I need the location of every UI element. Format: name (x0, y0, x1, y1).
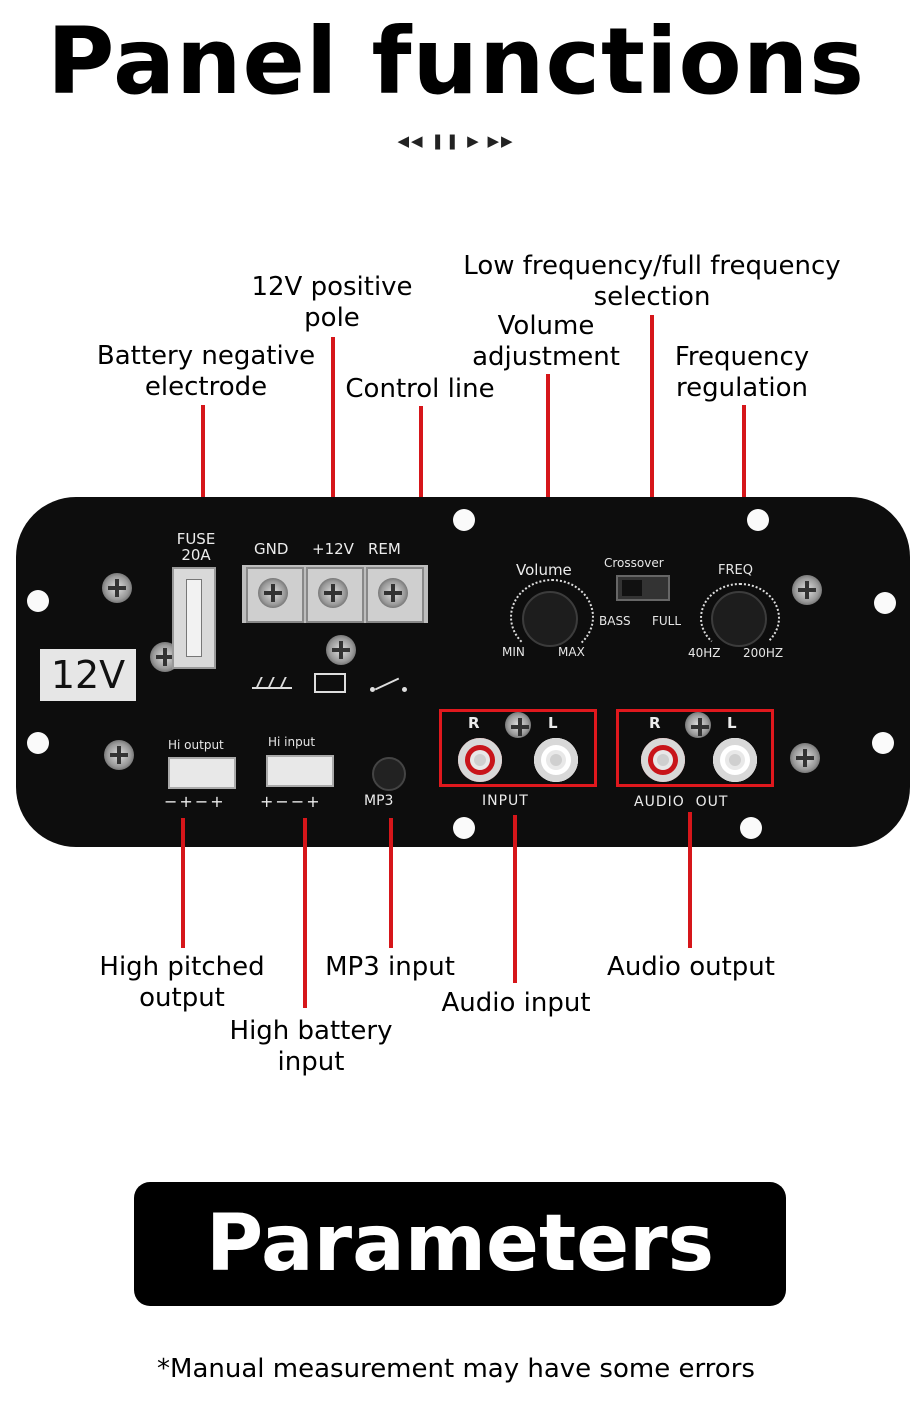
output-r-label: R (649, 714, 661, 732)
leader-audio-output (688, 812, 692, 948)
switch-symbol-icon (370, 677, 410, 692)
leader-frequency (742, 405, 746, 588)
mounting-hole (874, 592, 896, 614)
callout-high-battery-input: High battery input (229, 1016, 393, 1077)
leader-audio-input (513, 815, 517, 983)
callout-audio-input: Audio input (441, 988, 591, 1018)
leader-crossover (650, 315, 654, 577)
fuse-holder (172, 567, 216, 669)
screw (104, 740, 134, 770)
terminal-screw (378, 578, 408, 608)
input-r-label: R (468, 714, 480, 732)
leader-control-line (419, 406, 423, 566)
hi-input-pins: +−−+ (260, 792, 322, 811)
plus12v-terminal[interactable] (306, 567, 364, 623)
screw (792, 575, 822, 605)
callout-volume-adjustment: Volume adjustment (472, 311, 620, 372)
volume-scale (510, 579, 594, 655)
switch-slider (622, 580, 642, 596)
output-l-label: L (727, 714, 737, 732)
leader-volume (546, 374, 550, 574)
screw (505, 712, 531, 738)
hi-input-connector[interactable] (266, 755, 334, 787)
crossover-switch[interactable] (616, 575, 670, 601)
callout-crossover-selection: Low frequency/full frequency selection (463, 251, 841, 312)
mounting-hole (453, 509, 475, 531)
input-r-rca-jack[interactable] (458, 738, 502, 782)
leader-mp3 (389, 818, 393, 948)
volume-min-label: MIN (502, 645, 525, 659)
audio-out-label: AUDIO OUT (634, 794, 729, 810)
output-r-rca-jack[interactable] (641, 738, 685, 782)
mounting-hole (453, 817, 475, 839)
rem-label: REM (368, 540, 401, 558)
gnd-terminal[interactable] (246, 567, 304, 623)
mounting-hole (27, 732, 49, 754)
full-label: FULL (652, 614, 682, 628)
gnd-label: GND (254, 540, 289, 558)
callout-12v-positive: 12V positive pole (251, 272, 413, 333)
screw (790, 743, 820, 773)
mp3-jack[interactable] (372, 757, 406, 791)
mp3-label: MP3 (364, 793, 394, 809)
terminal-screw (318, 578, 348, 608)
terminal-block (242, 565, 428, 623)
fuse-icon (186, 579, 202, 657)
plus12v-label: +12V (312, 540, 354, 558)
volume-knob[interactable] (522, 591, 578, 647)
media-controls-icon: ◀◀ ❚❚ ▶ ▶▶ (397, 132, 515, 150)
screw (685, 712, 711, 738)
callout-audio-output: Audio output (607, 952, 775, 982)
mounting-hole (740, 817, 762, 839)
hi-input-label: Hi input (268, 735, 316, 749)
freq-40hz-label: 40HZ (688, 646, 721, 660)
audio-out-highlight-box: R L (616, 709, 774, 787)
screw (326, 635, 356, 665)
input-l-label: L (548, 714, 558, 732)
footnote: *Manual measurement may have some errors (157, 1354, 755, 1384)
hi-output-pins: −+−+ (164, 792, 226, 811)
battery-symbol-icon (314, 673, 346, 693)
hi-output-connector[interactable] (168, 757, 236, 789)
crossover-label: Crossover (604, 556, 664, 570)
screw (102, 573, 132, 603)
volume-max-label: MAX (558, 645, 585, 659)
leader-12v-positive (331, 337, 335, 570)
mounting-hole (747, 509, 769, 531)
freq-label: FREQ (718, 563, 753, 578)
amplifier-panel: FUSE 20A GND +12V REM 12V Volume MIN MAX… (16, 497, 910, 847)
leader-high-battery (303, 818, 307, 1008)
mounting-hole (27, 590, 49, 612)
fuse-label: FUSE 20A (176, 530, 216, 564)
output-l-rca-jack[interactable] (713, 738, 757, 782)
voltage-badge: 12V (40, 649, 136, 701)
rem-terminal[interactable] (366, 567, 424, 623)
callout-high-pitched-output: High pitched output (99, 952, 265, 1013)
page-title: Panel functions (46, 8, 866, 115)
input-l-rca-jack[interactable] (534, 738, 578, 782)
parameters-banner: Parameters (134, 1182, 786, 1306)
leader-high-pitched (181, 818, 185, 948)
ground-symbol-icon (252, 675, 292, 689)
callout-frequency-regulation: Frequency regulation (674, 342, 810, 403)
leader-battery-negative (201, 405, 205, 547)
mounting-hole (872, 732, 894, 754)
freq-knob[interactable] (711, 591, 767, 647)
freq-scale (700, 583, 780, 653)
hi-output-label: Hi output (168, 738, 224, 752)
callout-battery-negative: Battery negative electrode (96, 341, 316, 402)
terminal-screw (258, 578, 288, 608)
input-label: INPUT (482, 793, 529, 809)
callout-mp3-input: MP3 input (325, 952, 455, 982)
volume-label: Volume (516, 561, 572, 579)
freq-200hz-label: 200HZ (743, 646, 784, 660)
callout-control-line: Control line (345, 374, 495, 404)
bass-label: BASS (599, 614, 631, 628)
input-highlight-box: R L (439, 709, 597, 787)
